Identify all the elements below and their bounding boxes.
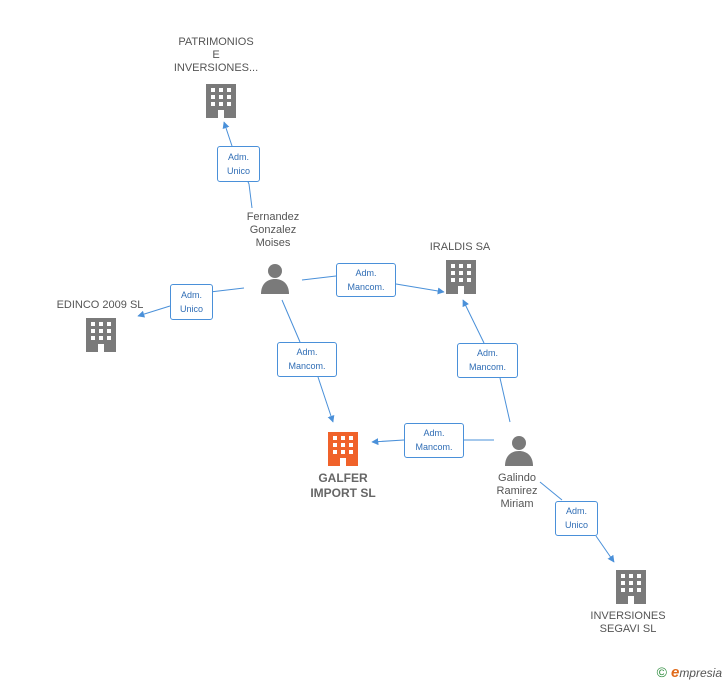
edge-label-galindo-iraldis[interactable]: Adm. Mancom. <box>457 343 518 378</box>
node-label-line: Miriam <box>500 498 534 510</box>
node-label-line: Fernandez <box>246 211 300 223</box>
edge-label-line: Adm. <box>565 506 587 516</box>
edge-label-fern-galfer[interactable]: Adm. Mancom. <box>277 342 337 377</box>
edge-label-line: Adm. <box>296 347 318 357</box>
edge-label-line: Adm. <box>180 290 202 300</box>
node-label-line: INVERSIONES <box>590 610 666 622</box>
node-label-line: IRALDIS SA <box>429 241 491 253</box>
node-label-fernandez[interactable]: Fernandez Gonzalez Moises <box>228 211 318 250</box>
edge-label-fern-iraldis[interactable]: Adm. Mancom. <box>336 263 396 297</box>
edge-label-fern-edinco[interactable]: Adm. Unico <box>170 284 213 320</box>
edge-label-line: Adm. <box>423 428 445 438</box>
edge-label-galindo-galfer[interactable]: Adm. Mancom. <box>404 423 464 458</box>
building-icon-galfer <box>328 432 358 466</box>
node-label-segavi[interactable]: INVERSIONES SEGAVI SL <box>580 610 676 636</box>
node-label-line: Ramirez <box>496 485 538 497</box>
edge-label-line: Mancom. <box>288 361 326 371</box>
copyright-icon: © <box>656 664 667 680</box>
edge-galindo-iraldis <box>463 300 511 423</box>
node-label-line: PATRIMONIOS <box>178 36 254 48</box>
edge-galindo-segavi <box>539 481 614 562</box>
edge-label-line: Unico <box>179 304 203 314</box>
edge-label-line: Adm. <box>355 268 377 278</box>
edge-label-line: Adm. <box>227 152 249 162</box>
edge-label-line: Mancom. <box>468 362 506 372</box>
edge-galindo-galfer <box>372 440 494 442</box>
brand-logo-letter: e <box>670 664 680 681</box>
building-icon-patrimonios <box>206 84 236 118</box>
node-label-line: GALFER <box>318 471 368 485</box>
node-label-line: IMPORT SL <box>310 486 376 500</box>
node-label-patrimonios[interactable]: PATRIMONIOS E INVERSIONES... <box>166 36 266 75</box>
node-label-edinco[interactable]: EDINCO 2009 SL <box>50 299 150 312</box>
edge-fern-galfer <box>281 299 333 422</box>
edge-label-line: Unico <box>226 166 250 176</box>
edge-label-line: Mancom. <box>415 442 453 452</box>
building-icon-segavi <box>616 570 646 604</box>
node-label-line: Moises <box>255 237 291 249</box>
edge-label-line: Mancom. <box>347 282 385 292</box>
brand-logo-text: mpresia <box>679 666 722 680</box>
node-label-line: Gonzalez <box>249 224 297 236</box>
footer-brand[interactable]: ©empresia <box>657 664 722 681</box>
node-label-galfer[interactable]: GALFER IMPORT SL <box>298 471 388 501</box>
node-label-line: EDINCO 2009 SL <box>56 299 144 311</box>
edge-fern-edinco <box>138 287 245 316</box>
edge-label-line: Unico <box>564 520 588 530</box>
person-icon-fernandez <box>261 264 289 294</box>
edge-label-fern-patrimonios[interactable]: Adm. Unico <box>217 146 260 182</box>
node-label-iraldis[interactable]: IRALDIS SA <box>412 241 508 254</box>
node-label-line: Galindo <box>498 472 536 484</box>
building-icon-edinco <box>86 318 116 352</box>
person-icon-galindo <box>505 436 533 466</box>
node-label-line: E <box>212 49 220 61</box>
edge-label-galindo-segavi[interactable]: Adm. Unico <box>555 501 598 536</box>
node-label-line: INVERSIONES... <box>173 62 259 74</box>
edge-fern-iraldis <box>301 275 444 292</box>
edge-fern-patrimonios <box>224 122 253 209</box>
edge-label-line: Adm. <box>476 348 498 358</box>
node-label-galindo[interactable]: Galindo Ramirez Miriam <box>472 472 562 511</box>
node-label-line: SEGAVI SL <box>599 623 657 635</box>
building-icon-iraldis <box>446 260 476 294</box>
